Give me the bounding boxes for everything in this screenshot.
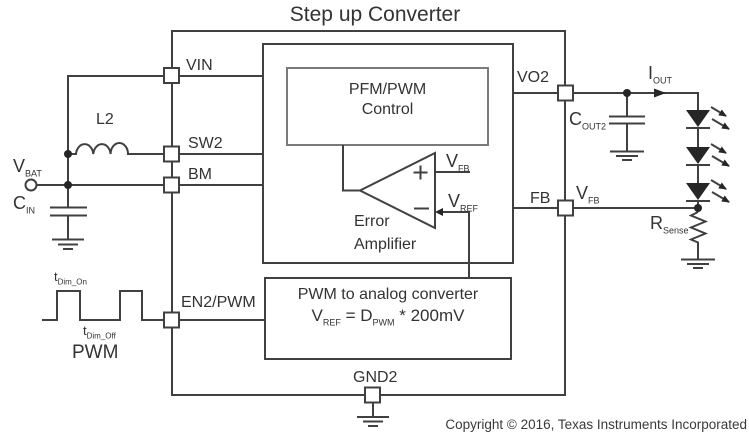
- fb-pin: [557, 199, 574, 217]
- resistor-rsense: [688, 211, 709, 259]
- l2-label: L2: [96, 111, 114, 128]
- vfb-internal-label: VFB: [446, 151, 470, 174]
- pwm-dac-box: [264, 277, 512, 360]
- capacitor-cin: [50, 206, 87, 239]
- plus-input-icon: [413, 165, 428, 180]
- en2-pwm-pin: [163, 311, 180, 329]
- pfm-pwm-line2: Control: [361, 101, 414, 118]
- vin-pin: [163, 67, 180, 84]
- rsense-label: RSense: [650, 213, 689, 236]
- error-amp-line2: Amplifier: [354, 236, 417, 253]
- pwm-waveform: [42, 290, 164, 321]
- vin-pin-label: VIN: [186, 57, 213, 74]
- sw2-pin: [163, 145, 180, 163]
- pin-squares: [163, 67, 574, 404]
- rsense-ground-icon: [681, 258, 715, 269]
- pwm-dac-formula: VREF = DPWM * 200mV: [311, 306, 465, 328]
- pwm-dac-label: PWM to analog converter VREF = DPWM * 20…: [265, 285, 511, 332]
- vo2-pin-label: VO2: [517, 69, 550, 86]
- cin-label: CIN: [13, 193, 35, 216]
- cout2-label: COUT2: [569, 109, 607, 132]
- inductor-l2: [68, 142, 164, 155]
- pwm-dac-title: PWM to analog converter: [297, 286, 479, 303]
- iout-arrowhead: [654, 88, 666, 98]
- iout-label: IOUT: [648, 63, 673, 86]
- gnd2-pin-label: GND2: [353, 369, 398, 386]
- en2-pwm-pin-label: EN2/PWM: [181, 294, 256, 311]
- led-1: [686, 106, 730, 130]
- bm-pin-label: BM: [188, 166, 212, 183]
- tdim-off-label: tDim_Off: [83, 323, 116, 341]
- led-2: [686, 143, 730, 167]
- tdim-on-label: tDim_On: [54, 269, 87, 287]
- junction-dots: [64, 89, 702, 212]
- pfm-pwm-control-box: [286, 67, 489, 146]
- error-amplifier-label: Error Amplifier: [354, 210, 416, 256]
- pwm-signal-label: PWM: [72, 342, 119, 363]
- vbat-terminal: [24, 178, 38, 192]
- pfm-pwm-line1: PFM/PWM: [348, 81, 427, 98]
- gnd2-ground-icon: [357, 403, 389, 427]
- left-wires: [36, 75, 164, 207]
- copyright-notice: Copyright © 2016, Texas Instruments Inco…: [445, 417, 747, 432]
- vbat-label: VBAT: [13, 156, 42, 179]
- page-title: Step up Converter: [289, 3, 461, 26]
- bm-pin: [163, 176, 180, 194]
- gnd2-pin: [364, 386, 381, 404]
- led-3: [686, 179, 730, 203]
- pfm-pwm-control-label: PFM/PWM Control: [287, 80, 488, 120]
- fb-pin-label: FB: [530, 190, 551, 207]
- sw2-pin-label: SW2: [188, 135, 223, 152]
- error-amplifier-symbol: [357, 151, 443, 230]
- internal-wires: [179, 75, 558, 321]
- error-amp-line1: Error: [354, 213, 390, 230]
- cout2-ground-icon: [610, 150, 644, 161]
- vo2-pin: [557, 84, 574, 102]
- vref-arrowhead: [435, 208, 443, 216]
- cin-ground-icon: [52, 238, 84, 250]
- capacitor-cout2: [609, 93, 645, 151]
- vref-internal-label: VREF: [448, 191, 479, 214]
- vfb-node-label: VFB: [576, 183, 600, 206]
